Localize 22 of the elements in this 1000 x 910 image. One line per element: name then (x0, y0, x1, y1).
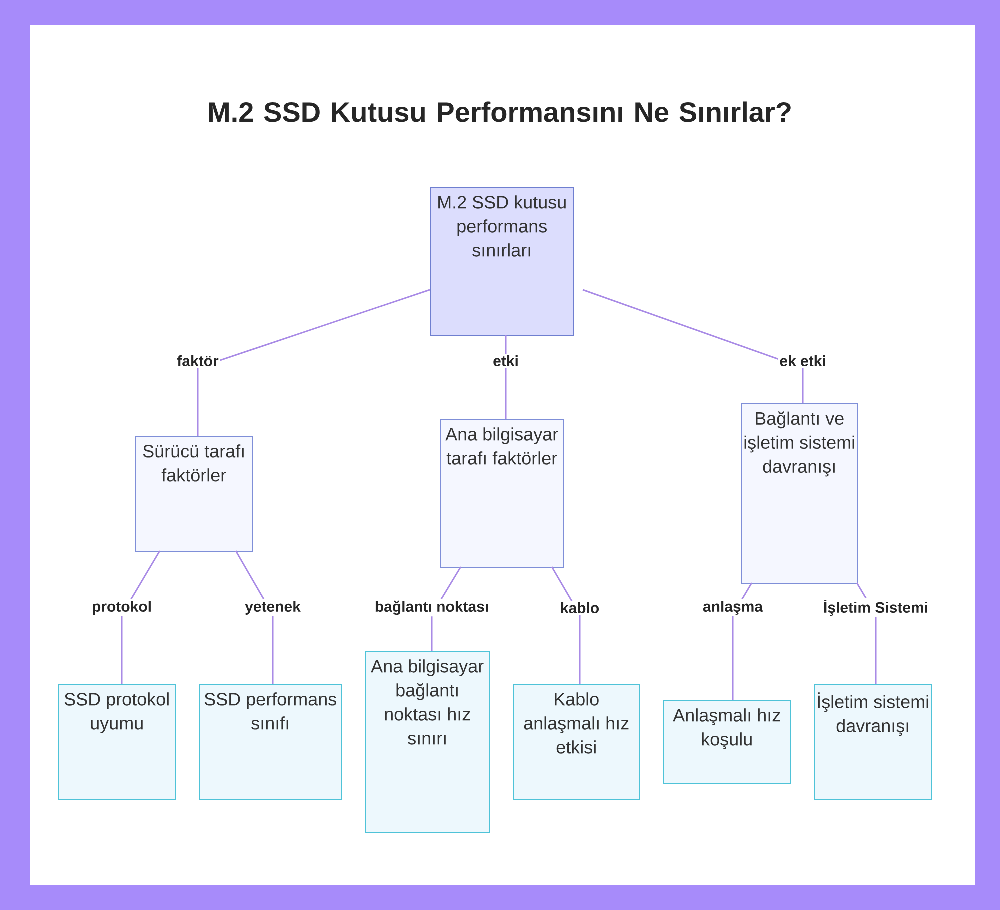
factor-box: SSD protokol uyumu (58, 684, 176, 800)
title: M.2 SSD Kutusu Performansını Ne Sınırlar? (209, 102, 791, 122)
category-box: Sürücü tarafı faktörler (135, 436, 254, 552)
edge-label: bağlantı noktası (373, 599, 491, 617)
edge-label: etki (492, 354, 520, 368)
root-box: M.2 SSD kutusu performans sınırları (430, 187, 574, 336)
connector (197, 289, 430, 436)
factor-box: Anlaşmalı hız koşulu (663, 700, 792, 784)
edge-label: anlaşma (702, 600, 765, 616)
category-box: Ana bilgisayar tarafı faktörler (440, 419, 564, 568)
category-box: Bağlantı ve işletim sistemi davranışı (741, 403, 858, 584)
factor-box: Ana bilgisayar bağlantı noktası hız sınırı (365, 651, 490, 834)
edge-label: yetenek (244, 600, 302, 616)
factor-box: SSD performans sınıfı (199, 684, 342, 800)
edge-label: faktör (176, 354, 220, 368)
factor-box: Kablo anlaşmalı hız etkisi (513, 684, 640, 800)
edge-label: protokol (90, 600, 154, 616)
edge-label: kablo (558, 601, 602, 616)
connector (582, 289, 804, 403)
edge-label: İşletim Sistemi (822, 598, 930, 618)
edge-label: ek etki (778, 354, 828, 368)
factor-box: İşletim sistemi davranışı (814, 684, 932, 800)
